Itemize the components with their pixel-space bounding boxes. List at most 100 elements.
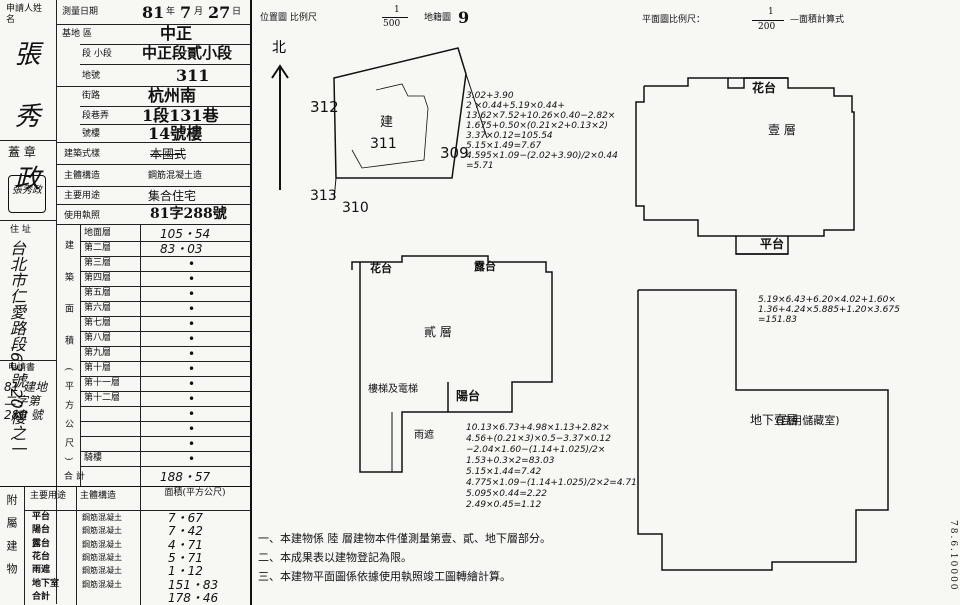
floor-name: 第十層 [84,363,112,373]
attached-structure: 鋼筋混凝土 [82,513,122,522]
lot-e: 309 [440,144,469,162]
floor-area-value: • [188,347,196,361]
attached-structure: 鋼筋混凝土 [82,566,122,576]
floor-row-divider [80,301,250,302]
calc-line: 1.36+4.24×5.885+1.20×3.675 [758,305,900,315]
applicant-header: 申請人姓名 [6,4,43,25]
attached-header-area: 面積(平方公尺) [164,488,226,498]
license-label: 使用執照 [64,211,101,221]
floor-row-divider [80,376,250,377]
floor-row-divider [80,436,250,437]
structure-value: 鋼筋混凝土造 [148,171,203,181]
second-awning: 雨遮 [414,428,434,441]
applicant-column [0,0,57,604]
first-floor-calculation: 3.02+3.902 ×0.44+5.19×0.44+13.62×7.52+10… [466,91,618,171]
floor-area-value: 105・54 [160,227,211,241]
lane-label: 段巷弄 [82,111,110,121]
use-value: 集合住宅 [148,189,197,203]
floor-row-divider [80,346,250,347]
application-value: 81 建地二字第 280 號 [4,380,48,422]
floor-row-divider [80,466,250,467]
floor-area-value: 83・03 [160,242,203,256]
floor-name: 第八層 [84,333,112,343]
address-label: 住 址 [10,225,31,235]
attached-structure: 鋼筋混凝土 [82,552,122,562]
cadastral-value: 9 [458,8,470,27]
floor-row-divider [80,451,250,452]
attached-structure: 鋼筋混凝土 [82,579,122,589]
lot-s: 310 [342,200,369,216]
structure-label: 主體構造 [64,171,101,181]
floor-area-value: • [188,317,196,331]
calc-line: 2.49×0.45=1.12 [466,500,541,510]
location-scale-den: 500 [383,19,401,29]
attached-structure: 鋼筋混凝土 [82,526,122,536]
attached-structure: 鋼筋混凝土 [82,539,122,549]
attached-use: 雨遮 [32,565,51,576]
second-stair: 樓梯及電梯 [368,382,418,395]
second-floor-calculation: 10.13×6.73+4.98×1.13+2.82×4.56+(0.21×3)×… [466,423,637,510]
house-number-label: 號樓 [82,129,101,139]
plan-area: 位置圖 比例尺 1 500 地籍圖 9 平面圖比例尺： 1 200 —面積計算式… [252,0,960,605]
floor-name: 騎樓 [84,453,103,463]
calc-line: 13.62×7.52+10.26×0.40−2.82× [466,111,615,121]
second-floor-label: 貳 層 [424,324,452,339]
floor-area-value: • [188,287,196,301]
plan-drawings: 北 建 311 312 309 310 313 花台 [271,40,900,571]
lot-w: 312 [310,98,339,116]
floor-name: 第十一層 [84,378,121,388]
land-number-value: 311 [176,66,210,85]
floor-area-value: • [188,407,196,421]
calc-line: −2.04×1.60−(1.14+1.025)/2× [466,445,605,455]
calc-line: 4.595×1.09−(2.02+3.90)/2×0.44 [466,151,618,161]
cadastral-label: 地籍圖 [424,13,452,23]
location-map: 建 311 312 309 310 313 [310,47,488,216]
corner-stamp: 78.6.10000 [948,520,958,592]
house-number-value: 14號樓 [148,124,203,143]
north-arrow: 北 [271,40,289,190]
attached-area: 7・42 [168,524,203,539]
attached-use: 平台 [32,512,51,522]
attached-area: 7・67 [168,511,203,525]
basement-label: 地下壹層 [750,413,798,427]
left-info-panel: 申請人姓名 張 秀 政 蓋 章 張秀政 住 址 台北市仁愛路段63號20樓之一 … [0,0,252,605]
floor-row-divider [80,361,250,362]
floor-row-divider [80,331,250,332]
floor-row-divider [80,421,250,422]
attached-area: 151・83 [168,577,219,592]
floor-row-divider [80,406,250,407]
floor-name: 地面層 [84,228,112,238]
floor-name: 第五層 [84,288,112,298]
floor-area-value: • [188,422,196,436]
total-label: 合 計 [64,472,85,482]
lane-value: 1段131巷 [142,106,219,125]
calc-line: 5.15×1.49=7.67 [466,141,541,151]
attached-area: 178・46 [168,590,219,605]
seal-label: 蓋 章 [8,145,36,159]
total-value: 188・57 [160,470,211,484]
north-label: 北 [272,40,286,56]
calc-line: =5.71 [466,161,494,171]
floor-area-value: • [188,257,196,271]
first-floor-label: 壹 層 [768,123,796,137]
plan-scale-den: 200 [758,22,776,32]
floor-name: 第七層 [84,318,112,328]
attached-label: 附屬建物 [5,494,18,586]
note-2: 二、本成果表以建物登記為限。 [258,551,412,564]
first-floor-plan: 花台 壹 層 平台 [635,77,855,255]
calc-line: 5.19×6.43+6.20×4.02+1.60× [758,295,896,305]
survey-date-year: 81 [142,3,165,22]
attached-header-use: 主要用途 [30,491,67,501]
floor-area-value: • [188,332,196,346]
floor-name: 第九層 [84,348,112,358]
land-section-value: 中正段貳小段 [142,44,233,62]
floor-row-divider [80,271,250,272]
survey-date-label: 測量日期 [62,7,99,17]
lot-main-prefix: 建 [380,115,393,130]
second-balcony: 陽台 [456,388,480,403]
floor-area-value: • [188,362,196,376]
attached-area: 4・71 [168,537,203,552]
first-terrace: 平台 [760,236,784,251]
land-district-label: 基地 區 [62,29,92,39]
